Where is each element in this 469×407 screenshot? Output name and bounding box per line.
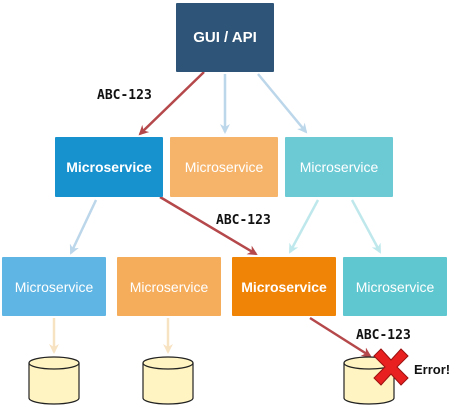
microservice-top-mid: Microservice <box>170 137 278 197</box>
x-mark-icon <box>373 348 409 386</box>
arrow-gui-to-top-right <box>257 73 308 134</box>
microservice-top-right: Microservice <box>285 137 393 197</box>
arrow-top-left-to-bot-1 <box>69 199 98 255</box>
arrow-top-right-to-bot-4 <box>350 199 382 254</box>
database-icon <box>142 356 194 405</box>
request-arrow-2 <box>159 195 258 256</box>
microservice-bottom-2: Microservice <box>117 257 221 316</box>
microservice-bottom-4: Microservice <box>343 257 447 316</box>
request-label-1: ABC-123 <box>97 88 152 103</box>
error-label: Error! <box>414 362 451 377</box>
database-icon <box>28 356 80 405</box>
microservice-bottom-1: Microservice <box>2 257 106 316</box>
request-arrow-1 <box>138 71 205 136</box>
microservice-top-left: Microservice <box>55 137 163 197</box>
arrow-top-right-to-bot-3 <box>288 199 320 254</box>
request-label-2: ABC-123 <box>216 213 271 228</box>
gui-api-box: GUI / API <box>176 3 274 72</box>
request-label-3: ABC-123 <box>356 328 411 343</box>
microservice-bottom-3: Microservice <box>232 257 336 316</box>
request-arrow-3 <box>309 316 372 358</box>
